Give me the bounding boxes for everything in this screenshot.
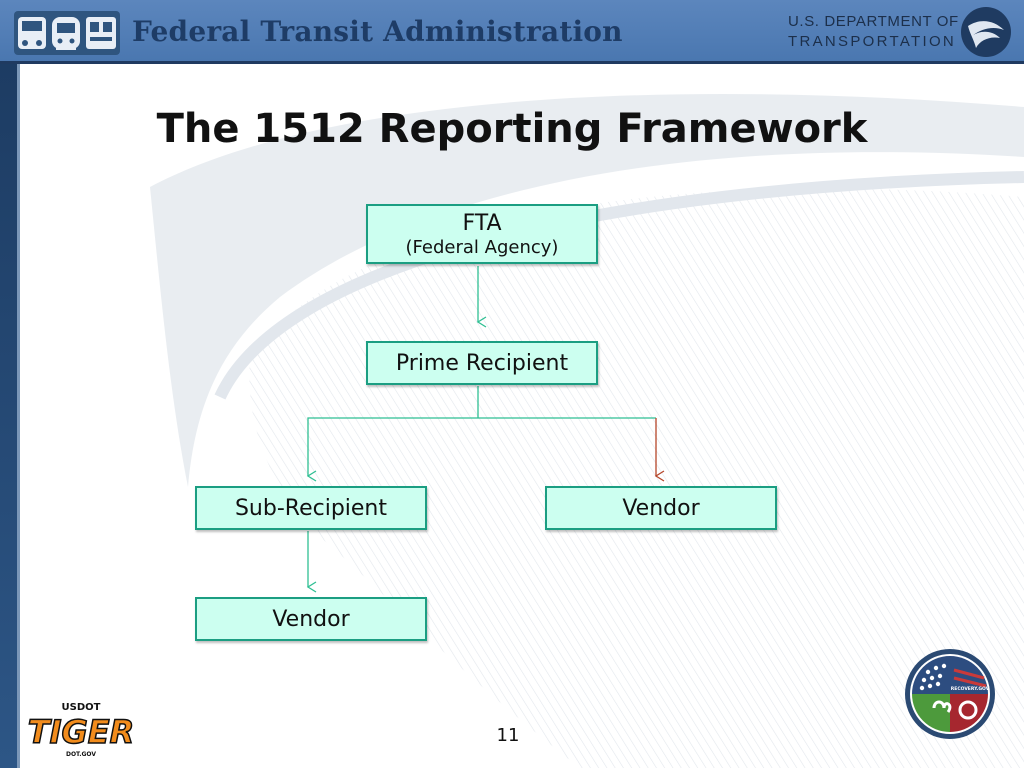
transit-icons <box>14 11 120 55</box>
node-prime-recipient-label: Prime Recipient <box>395 350 569 376</box>
subway-icon <box>86 17 116 49</box>
recovery-logo-text: RECOVERY.GOV <box>951 686 990 692</box>
recovery-gov-logo: RECOVERY.GOV <box>905 649 995 739</box>
node-fta: FTA (Federal Agency) <box>366 204 598 264</box>
dot-wordmark: U.S. DEPARTMENT OF TRANSPORTATION <box>788 12 959 52</box>
dot-eagle-logo-icon <box>961 7 1011 57</box>
node-prime-recipient: Prime Recipient <box>366 341 598 385</box>
tiger-logo-top: USDOT <box>62 702 101 713</box>
bus-icon <box>18 17 46 49</box>
dot-line-1: U.S. DEPARTMENT OF <box>788 13 959 30</box>
dot-line-2: TRANSPORTATION <box>788 33 957 50</box>
node-fta-label: FTA <box>462 210 502 236</box>
left-accent-strip-light <box>17 64 20 768</box>
tiger-logo-main: TIGER <box>28 713 134 751</box>
node-sub-recipient: Sub-Recipient <box>195 486 427 530</box>
node-fta-sublabel: (Federal Agency) <box>405 236 559 258</box>
node-vendor-bottom: Vendor <box>195 597 427 641</box>
train-icon <box>52 17 80 50</box>
slide-title: The 1512 Reporting Framework <box>156 106 868 152</box>
page-number: 11 <box>496 725 520 746</box>
background-swoosh <box>150 93 1024 768</box>
node-vendor-bottom-label: Vendor <box>272 606 350 632</box>
agency-title: Federal Transit Administration <box>132 15 623 48</box>
tiger-logo: USDOT TIGER DOT.GOV <box>28 698 134 760</box>
tiger-logo-bottom: DOT.GOV <box>66 751 96 758</box>
node-vendor-right-label: Vendor <box>622 495 700 521</box>
left-accent-strip <box>0 64 17 768</box>
connector-prime-to-subrecipient <box>306 417 478 482</box>
node-sub-recipient-label: Sub-Recipient <box>234 495 388 521</box>
header-bar: Federal Transit Administration U.S. DEPA… <box>0 0 1024 64</box>
node-vendor-right: Vendor <box>545 486 777 530</box>
